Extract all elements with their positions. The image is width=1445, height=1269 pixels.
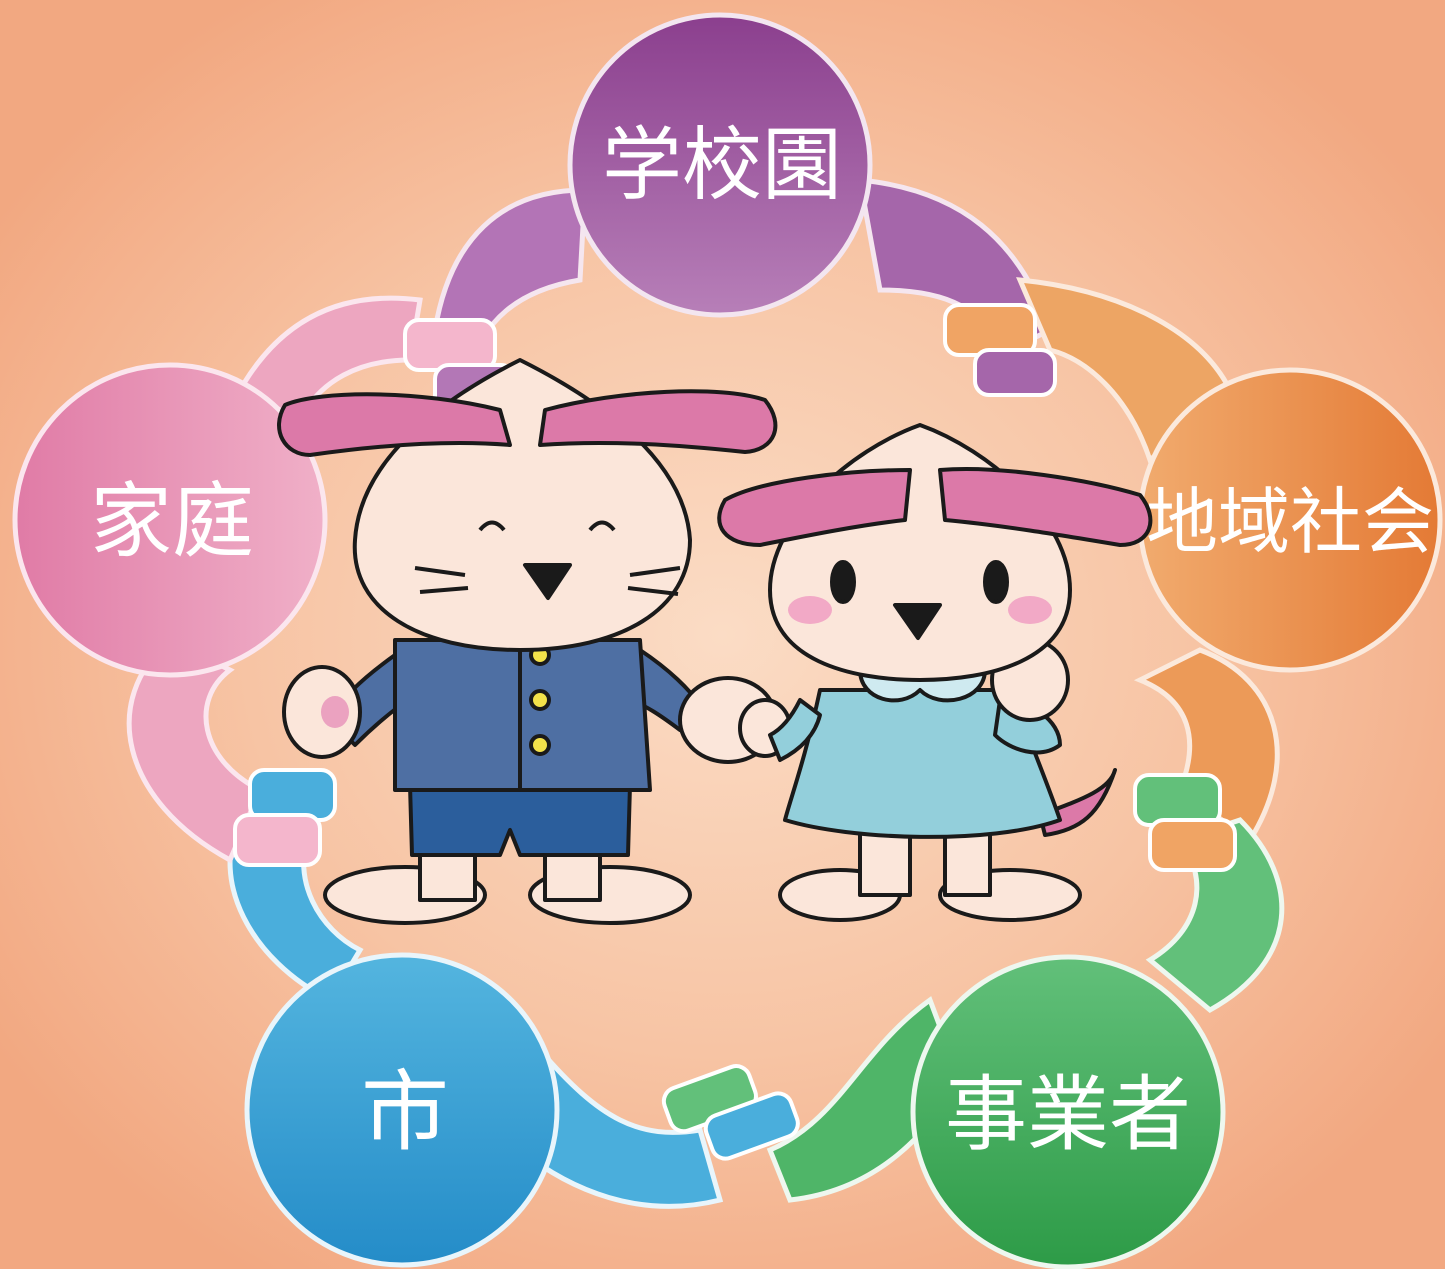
- family-circle: 家庭: [12, 362, 328, 678]
- handshake-icon: [1133, 773, 1237, 872]
- business-circle: 事業者: [910, 954, 1226, 1269]
- business-arms: [766, 817, 1285, 1203]
- handshake-icon: [233, 768, 337, 867]
- city-label: 市: [361, 1061, 449, 1164]
- city-circle: 市: [244, 952, 560, 1268]
- handshake-icon: [661, 1064, 800, 1161]
- school-circle: 学校園: [567, 12, 873, 318]
- community-circle: 地域社会: [1137, 367, 1443, 673]
- family-arms: [126, 295, 423, 864]
- business-label: 事業者: [945, 1068, 1191, 1163]
- boy-mascot-icon: [277, 358, 778, 925]
- school-label: 学校園: [602, 119, 842, 212]
- community-label: 地域社会: [1146, 480, 1434, 564]
- family-label: 家庭: [90, 475, 254, 570]
- handshake-icon: [943, 303, 1057, 397]
- girl-mascot-icon: [717, 423, 1153, 922]
